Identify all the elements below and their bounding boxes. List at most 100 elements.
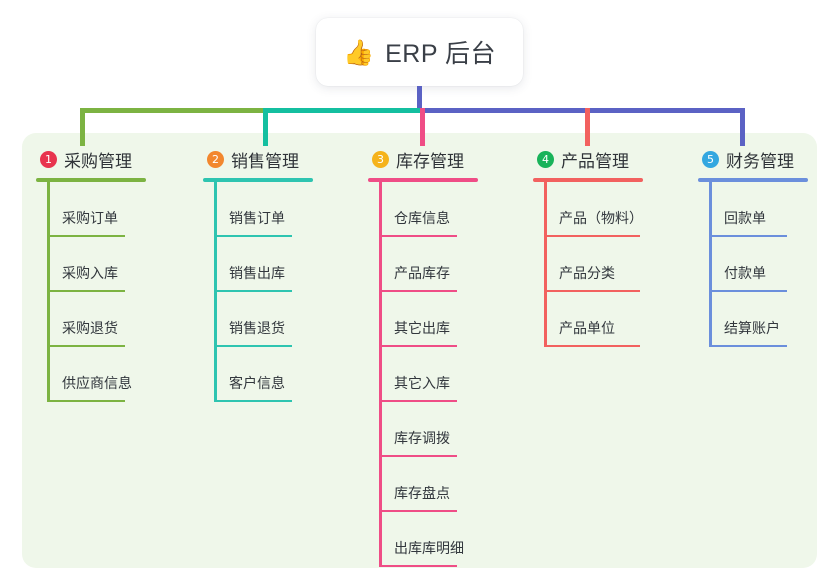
branch-items-product: 产品（物料） 产品分类产品单位 [533,182,643,347]
thumbs-up-icon: 👍 [342,37,375,67]
connector-bar-segment [422,108,742,113]
branch-item-underline [47,235,125,237]
branch-number-badge: 2 [207,150,224,168]
connector-drop-line [263,108,268,146]
branch-item[interactable]: 销售出库 [203,237,313,292]
branch-item[interactable]: 库存盘点 [368,457,478,512]
branch-item[interactable]: 仓库信息 [368,182,478,237]
branch-item-underline [379,400,457,402]
branch-item[interactable]: 产品库存 [368,237,478,292]
branch-item-underline [379,290,457,292]
branch-item-underline [709,235,787,237]
branch-item[interactable]: 回款单 [698,182,808,237]
branch-item-underline [709,290,787,292]
branch-item[interactable]: 库存调拨 [368,402,478,457]
branch-item[interactable]: 其它出库 [368,292,478,347]
branch-item-label: 产品单位 [559,320,615,336]
branch-item-label: 产品（物料） [559,210,643,226]
branch-item[interactable]: 采购订单 [36,182,146,237]
branch-item-underline [379,235,457,237]
branch-number-badge: 5 [702,150,719,168]
branch-spine-line [709,182,712,347]
branch-item-label: 采购入库 [62,265,118,281]
branch-spine-line [214,182,217,402]
branch-header-inventory[interactable]: 3 库存管理 [368,146,478,172]
branch-number-badge: 3 [372,150,389,168]
branch-header-underline [36,178,146,182]
branch-item-label: 销售退货 [229,320,285,336]
branch-spine-line [47,182,50,402]
branch-item-label: 出库库明细 [394,540,464,556]
branch-item-underline [47,345,125,347]
branch-items-sales: 销售订单销售出库销售退货客户信息 [203,182,313,402]
branch-item[interactable]: 销售订单 [203,182,313,237]
branch-item[interactable]: 产品分类 [533,237,643,292]
connector-bar-segment [80,108,265,113]
branch-item-label: 产品分类 [559,265,615,281]
branch-item[interactable]: 付款单 [698,237,808,292]
branch-item-label: 采购退货 [62,320,118,336]
branch-item[interactable]: 供应商信息 [36,347,146,402]
branch-item-label: 客户信息 [229,375,285,391]
branch-item-label: 结算账户 [724,320,780,336]
branch-column-sales: 2 销售管理销售订单销售出库销售退货客户信息 [203,146,313,402]
branch-item[interactable]: 产品单位 [533,292,643,347]
branch-item[interactable]: 其它入库 [368,347,478,402]
branch-item-label: 回款单 [724,210,766,226]
branch-item[interactable]: 结算账户 [698,292,808,347]
branch-item-underline [709,345,787,347]
branch-header-sales[interactable]: 2 销售管理 [203,146,313,172]
branch-number-badge: 4 [537,150,554,168]
branch-item-underline [214,345,292,347]
branch-items-inventory: 仓库信息产品库存其它出库其它入库库存调拨库存盘点出库库明细 [368,182,478,567]
branch-item-label: 采购订单 [62,210,118,226]
branch-title: 采购管理 [64,151,132,171]
connector-drop-line [740,108,745,146]
branch-header-underline [533,178,643,182]
branch-item[interactable]: 出库库明细 [368,512,478,567]
branch-item-label: 库存盘点 [394,485,450,501]
branch-title: 产品管理 [561,151,629,171]
branch-item-label: 销售订单 [229,210,285,226]
branch-item-underline [379,510,457,512]
branch-header-underline [368,178,478,182]
diagram-background-panel [22,133,817,568]
branch-column-product: 4 产品管理产品（物料） 产品分类产品单位 [533,146,643,347]
branch-item-label: 产品库存 [394,265,450,281]
branch-item[interactable]: 产品（物料） [533,182,643,237]
branch-item[interactable]: 销售退货 [203,292,313,347]
branch-item-underline [544,235,640,237]
branch-title: 销售管理 [231,151,299,171]
branch-item[interactable]: 采购退货 [36,292,146,347]
branch-item-label: 销售出库 [229,265,285,281]
root-stem-connector [417,86,422,110]
branch-item-underline [379,345,457,347]
branch-item-label: 库存调拨 [394,430,450,446]
branch-item-underline [544,290,640,292]
branch-title: 库存管理 [396,151,464,171]
branch-item-underline [379,565,457,567]
branch-spine-line [544,182,547,347]
branch-item-label: 其它入库 [394,375,450,391]
branch-header-product[interactable]: 4 产品管理 [533,146,643,172]
branch-item-label: 仓库信息 [394,210,450,226]
branch-header-underline [203,178,313,182]
branch-items-purchase: 采购订单采购入库采购退货供应商信息 [36,182,146,402]
branch-item[interactable]: 采购入库 [36,237,146,292]
root-node-card[interactable]: 👍 ERP 后台 [316,18,523,86]
branch-item-underline [214,235,292,237]
branch-item-label: 其它出库 [394,320,450,336]
branch-item-underline [47,290,125,292]
branch-header-underline [698,178,808,182]
branch-item-label: 付款单 [724,265,766,281]
connector-drop-line [420,108,425,146]
branch-item[interactable]: 客户信息 [203,347,313,402]
root-node-title: ERP 后台 [385,40,497,68]
branch-item-underline [47,400,125,402]
branch-item-label: 供应商信息 [62,375,132,391]
branch-items-finance: 回款单付款单结算账户 [698,182,808,347]
